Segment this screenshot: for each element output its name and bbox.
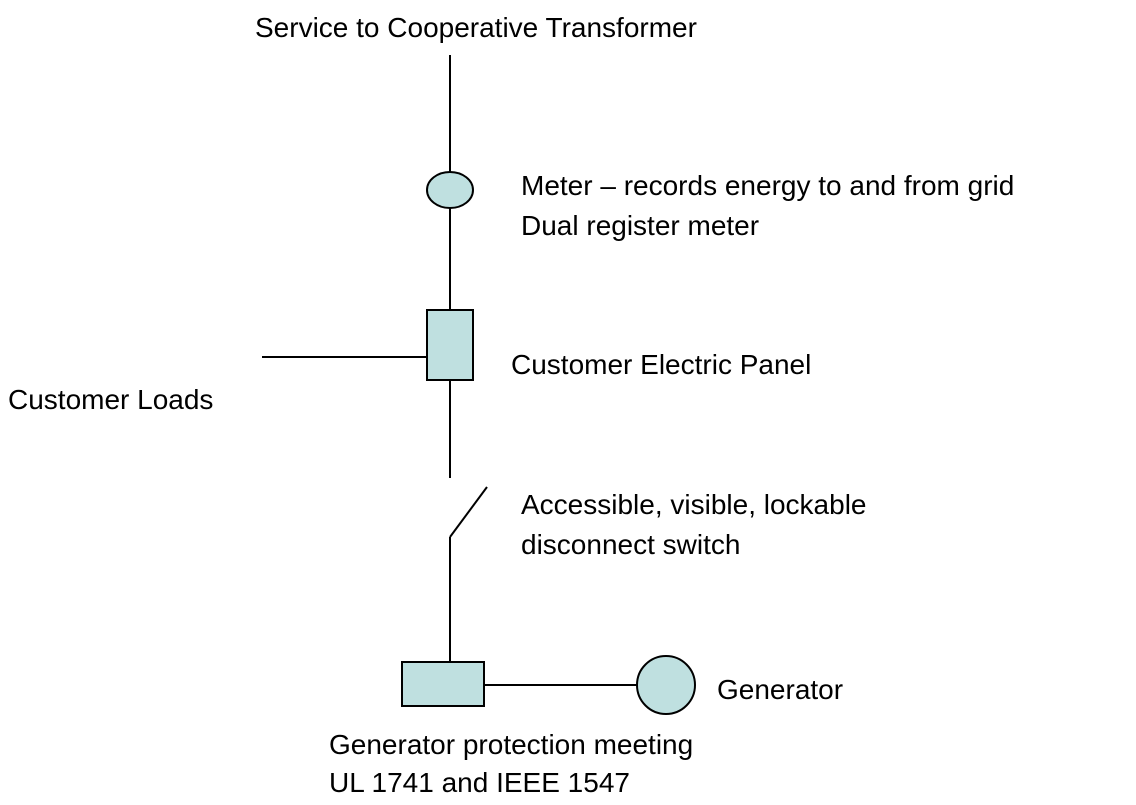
service-label: Service to Cooperative Transformer (255, 12, 697, 43)
protection-label-line2: UL 1741 and IEEE 1547 (329, 767, 630, 798)
customer-panel-symbol (426, 309, 474, 381)
switch-label-line2: disconnect switch (521, 529, 741, 560)
meter-label-line1: Meter – records energy to and from grid (521, 170, 1015, 201)
switch-label-line1: Accessible, visible, lockable (521, 489, 867, 520)
loads-label: Customer Loads (8, 384, 214, 415)
meter-symbol (426, 171, 474, 209)
generator-protection-symbol (401, 661, 485, 707)
generator-label: Generator (717, 674, 844, 705)
disconnect-switch-blade (449, 486, 488, 538)
protection-label-line1: Generator protection meeting (329, 729, 694, 760)
panel-label: Customer Electric Panel (511, 349, 812, 380)
generator-symbol (636, 655, 696, 715)
meter-label-line2: Dual register meter (521, 210, 760, 241)
